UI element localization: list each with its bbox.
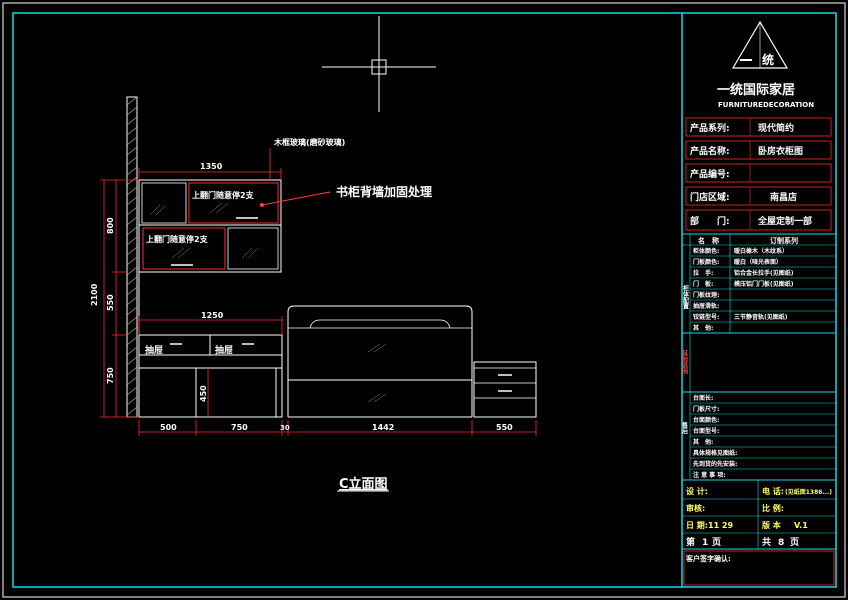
nightstand <box>473 361 537 418</box>
dim-seg-1: 500 <box>160 423 177 432</box>
spec-row-value: 三节静音轨(见图纸) <box>734 313 788 321</box>
aftersale-row-label: 台面颜色: <box>693 416 719 424</box>
aftersale-row-label: 先到货的先安装: <box>693 460 737 468</box>
company-name-cn: 一统国际家居 <box>717 82 795 98</box>
dim-desk: 1250 <box>138 311 283 335</box>
upper-cabinet: 上翻门随意停2支 上翻门随意停2支 <box>138 179 282 273</box>
aftersale-row-label: 注 意 事 项: <box>693 471 726 479</box>
dim-desk-width: 1250 <box>201 311 224 320</box>
total-label: 共 <box>762 536 771 548</box>
checker-label: 审核: <box>686 503 705 513</box>
view-title: C立面图 <box>339 476 388 492</box>
company-logo: 统 <box>731 20 789 69</box>
spec-row-label: 柜体颜色: <box>692 247 719 255</box>
aftersale-row-label: 台面长: <box>693 394 713 402</box>
spec-row-label: 门 板: <box>693 280 713 288</box>
side-label-config: 柜体配置 <box>682 284 690 310</box>
side-label-aftersale: 售后 <box>681 421 688 435</box>
bottom-info: 设 计: 电 话: (见纸面1386...) 审核: 比 例: 日 期: 11 … <box>682 480 836 586</box>
drawer-label-2: 抽屉 <box>215 344 233 356</box>
dim-desk-height: 750 <box>106 367 115 384</box>
spec-row-value: 暖白橡木（木纹系） <box>734 247 788 255</box>
wall-hatch <box>126 96 138 416</box>
crosshair-cursor-icon <box>322 16 436 112</box>
spec-row-value: 暖白（哑光表面） <box>734 258 782 266</box>
title-block: 统 一统国际家居 FURNITUREDECORATION 产品系列: 现代简约 … <box>681 20 836 586</box>
version-value: V.1 <box>794 521 808 530</box>
spec-rows: 柜体颜色: 暖白橡木（木纹系） 门板颜色: 暖白（哑光表面） 拉 手: 铝合金长拉手(见图… <box>690 247 836 334</box>
dim-seg-3: 30 <box>280 424 290 432</box>
dim-knee-height: 450 <box>199 385 208 402</box>
spec-row-value: 模压铝门门板(见图纸) <box>734 280 794 288</box>
version-label: 版 本 <box>761 520 781 530</box>
field-label-code: 产品编号: <box>690 168 730 180</box>
dim-mid-height: 550 <box>106 294 115 311</box>
field-label-dept: 部 门: <box>690 215 730 227</box>
dim-top: 1350 <box>138 162 282 180</box>
phone-value: (见纸面1386...) <box>785 488 832 496</box>
aftersale-rows: 台面长: 门板尺寸: 台面颜色: 台面型号: 其 他: 具体规格见图纸: 先到货的先安装: 注… <box>690 394 836 481</box>
ratio-label: 比 例: <box>762 503 784 513</box>
dim-total-height: 2100 <box>90 283 99 306</box>
spec-row-label: 铰链型号: <box>693 313 719 321</box>
bed <box>287 305 473 418</box>
dim-upper-height: 800 <box>106 217 115 234</box>
page-unit: 页 <box>712 537 721 548</box>
field-label-name: 产品名称: <box>690 145 730 157</box>
upper-door-label-1: 上翻门随意停2支 <box>192 190 255 200</box>
designer-label: 设 计: <box>686 486 708 496</box>
spec-row-label: 拉 手: <box>693 269 713 277</box>
field-value-name: 卧房衣柜图 <box>758 145 803 157</box>
info-fields: 产品系列: 现代简约 产品名称: 卧房衣柜图 产品编号: 门店区域: 南昌店 部… <box>685 117 832 231</box>
page-label: 第 <box>686 536 695 548</box>
aftersale-row-label: 其 他: <box>693 438 713 446</box>
spec-row-label: 门板颜色: <box>693 258 719 266</box>
side-label-remarks: 其他说明 <box>681 349 689 375</box>
phone-label: 电 话: <box>762 486 784 496</box>
aftersale-row-label: 门板尺寸: <box>693 405 719 413</box>
dim-left: 2100 800 550 750 450 <box>90 179 209 418</box>
dim-seg-4: 1442 <box>372 423 394 432</box>
spec-header-name: 名 称 <box>698 236 719 245</box>
dim-seg-5: 550 <box>496 423 513 432</box>
field-label-series: 产品系列: <box>690 122 730 134</box>
dim-bottom: 500 750 30 1442 550 <box>138 420 537 436</box>
upper-door-label-2: 上翻门随意停2支 <box>146 234 209 244</box>
dim-top-width: 1350 <box>200 162 223 171</box>
drawer-label-1: 抽屉 <box>145 344 163 356</box>
spec-header-value: 订制系列 <box>770 236 798 245</box>
total-value: 8 <box>778 538 784 548</box>
desk-unit: 抽屉 抽屉 <box>138 334 283 418</box>
field-label-region: 门店区域: <box>690 191 730 203</box>
spec-row-value: 铝合金长拉手(见图纸) <box>734 269 794 277</box>
logo-char: 统 <box>762 52 774 67</box>
field-value-series: 现代简约 <box>758 122 794 134</box>
page-value: 1 <box>702 538 708 548</box>
aftersale-row-label: 台面型号: <box>693 427 719 435</box>
spec-row-label: 门板纹理: <box>693 291 719 299</box>
callout-dot <box>260 203 264 207</box>
spec-row-label: 其 他: <box>693 324 713 332</box>
elevation-drawing: 上翻门随意停2支 上翻门随意停2支 抽屉 抽屉 <box>90 96 537 492</box>
spec-row-label: 抽屉滑轨: <box>693 302 719 310</box>
glass-note: 木框玻璃(磨砂玻璃) <box>273 137 345 147</box>
field-value-region: 南昌店 <box>770 191 797 203</box>
remarks-area: 其他说明 <box>681 333 836 393</box>
date-value: 11 29 <box>708 521 733 530</box>
aftersale-row-label: 具体规格见图纸: <box>692 449 737 457</box>
company-name-en: FURNITUREDECORATION <box>718 101 814 109</box>
field-value-dept: 全屋定制一部 <box>757 215 812 227</box>
callout-leader <box>261 191 331 206</box>
total-unit: 页 <box>790 537 799 548</box>
date-label: 日 期: <box>686 520 708 530</box>
callout-note: 书柜背墙加固处理 <box>336 184 432 199</box>
client-signature: 客户签字确认: <box>685 554 731 563</box>
wall-section <box>126 96 138 418</box>
dim-seg-2: 750 <box>231 423 248 432</box>
